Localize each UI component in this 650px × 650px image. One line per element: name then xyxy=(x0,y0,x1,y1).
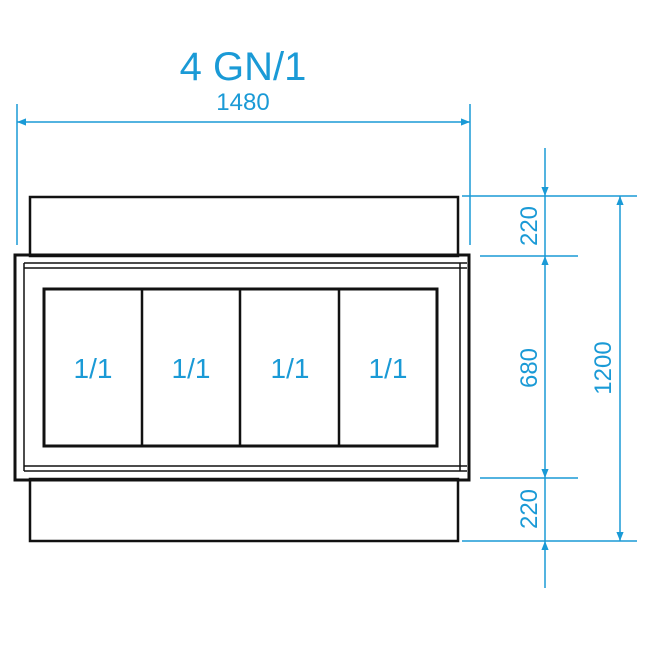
pan-label-3: 1/1 xyxy=(271,353,310,384)
width-dimension-label: 1480 xyxy=(216,89,269,116)
pan-label-1: 1/1 xyxy=(74,353,113,384)
top-depth-label: 220 xyxy=(516,206,543,246)
pan-label-4: 1/1 xyxy=(369,353,408,384)
diagram-title: 4 GN/1 xyxy=(180,45,307,89)
pan-label-2: 1/1 xyxy=(172,353,211,384)
top-compartment xyxy=(28,195,460,258)
total-depth-label: 1200 xyxy=(590,341,617,394)
bottom-depth-label: 220 xyxy=(516,489,543,529)
middle-depth-label: 680 xyxy=(516,348,543,388)
bottom-compartment xyxy=(28,477,460,543)
